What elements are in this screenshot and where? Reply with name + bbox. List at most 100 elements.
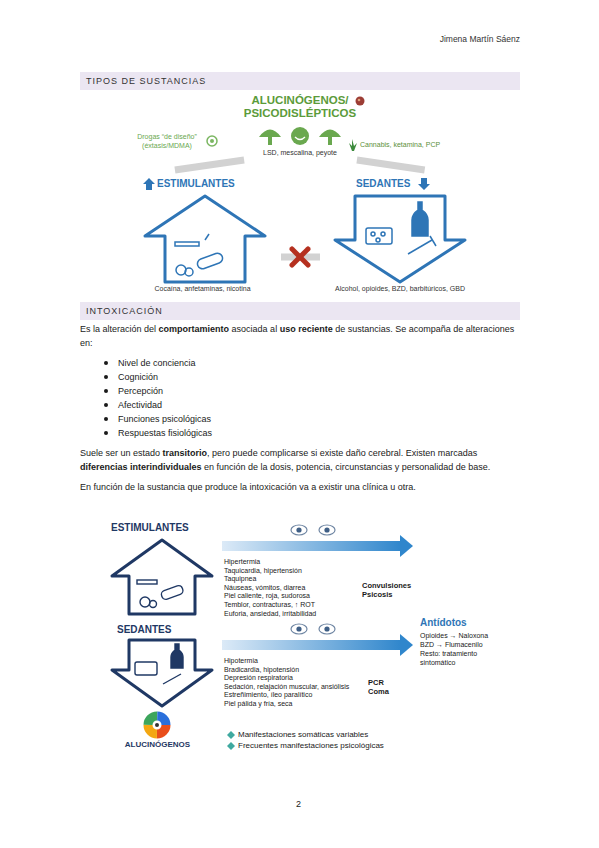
label: Taquicardia, hipertensión — [224, 566, 302, 575]
bullet-item: Cognición — [80, 370, 520, 384]
bullet-dot — [104, 375, 108, 379]
bullet-item: Respuestas fisiológicas — [80, 426, 520, 440]
bullet-item: Nivel de conciencia — [80, 356, 520, 370]
label: Hipertermia — [224, 557, 260, 566]
stimulant-icons — [175, 234, 224, 276]
bullet-text: Nivel de conciencia — [118, 358, 196, 368]
eye-icon — [291, 525, 335, 634]
cannabis-leaf-icon — [349, 139, 357, 151]
up-arrow-shape — [143, 178, 265, 282]
node-text: Cocaína, anfetaminas, nicotina — [125, 284, 280, 293]
body-text: Es la alteración del — [80, 324, 156, 334]
label: 2 — [296, 799, 301, 810]
label: Drogas “de diseño” (éxtasis/MDMA) — [130, 132, 204, 150]
node-heading: TIPOS DE SUSTANCIAS — [86, 75, 206, 87]
label: Bradicardia, hipotensión — [224, 665, 299, 674]
mushroom-icons — [259, 127, 341, 145]
label: Taquipnea — [224, 574, 256, 583]
bold-text: comportamiento — [159, 324, 230, 334]
body-text: , pero puede complicarse si existe daño … — [207, 448, 477, 458]
node-heading: Antídotos — [420, 616, 467, 629]
body-text: En función de la sustancia que produce l… — [80, 482, 416, 492]
node-text: Resto: tratamiento sintomático — [420, 649, 502, 667]
label: Piel caliente, roja, sudorosa — [224, 591, 310, 600]
label: Frecuentes manifestaciones psicológicas — [238, 741, 384, 751]
paragraph: Es la alteración del comportamiento asoc… — [80, 322, 520, 350]
stimulant-icons — [137, 580, 184, 608]
label: Convulsiones — [362, 581, 411, 590]
design-drug-icon — [207, 136, 217, 146]
sedative-arrow: SEDANTES Alcohol, opioides, BZD, barbitúr… — [320, 170, 481, 300]
label: Hipotermia — [224, 656, 258, 665]
node-heading: SEDANTES — [356, 178, 410, 190]
label: Depresión respiratoria — [224, 673, 293, 682]
bullet-dot — [104, 361, 108, 365]
bullet-text: Funciones psicológicas — [118, 414, 211, 424]
bullet-item: Afectividad — [80, 398, 520, 412]
body-text: Es la alteración del comportamiento asoc… — [80, 322, 520, 500]
node-heading: ESTIMULANTES — [157, 178, 235, 190]
node-heading: INTOXICACIÓN — [86, 305, 163, 317]
section-band: TIPOS DE SUSTANCIAS — [80, 72, 520, 90]
node-heading: ALUCINÓGENOS — [110, 740, 205, 750]
label: Estreñimiento, íleo paralítico — [224, 690, 312, 699]
stimulant-arrow: ESTIMULANTES — [105, 520, 220, 618]
node-text: Alcohol, opioides, BZD, barbitúricos, GB… — [320, 284, 480, 293]
bold-text: transitorio — [163, 448, 208, 458]
node-text: LSD, mescalina, peyote — [230, 148, 370, 157]
sedative-arrow: SEDANTES — [105, 622, 220, 708]
node-heading: ESTIMULANTES — [111, 522, 189, 534]
label: Sedación, relajación muscular, ansiólisi… — [224, 682, 349, 691]
bullet-dot — [104, 431, 108, 435]
label: Piel pálida y fría, seca — [224, 699, 292, 708]
hallucinogen-wheel — [148, 716, 166, 734]
connector-line — [357, 160, 425, 170]
label: Náuseas, vómitos, diarrea — [224, 583, 305, 592]
connector-line — [175, 160, 244, 170]
node-heading: SEDANTES — [117, 624, 171, 636]
bullet-item: Percepción — [80, 384, 520, 398]
stimulant-arrow-outline — [125, 170, 280, 300]
label: Cannabis, ketamina, PCP — [360, 140, 440, 149]
sedative-icons — [366, 202, 436, 254]
body-text: asociada al — [232, 324, 278, 334]
label: Temblor, contracturas, ↑ ROT — [224, 600, 315, 609]
label: PCR — [368, 678, 384, 687]
bold-text: uso reciente — [280, 324, 333, 334]
node-heading: ALUCINÓGENOS/ PSICODISLÉPTICOS — [230, 94, 370, 120]
bullet-dot — [104, 389, 108, 393]
bold-text: diferencias interindividuales — [80, 462, 202, 472]
antidote-box: AntídotosOpioides → NaloxonaBZD → Flumac… — [416, 616, 524, 680]
bullet-list: Nivel de concienciaCogniciónPercepciónAf… — [80, 356, 520, 440]
bullet-dot — [104, 403, 108, 407]
hallucinogen-dot — [356, 97, 365, 106]
bullet-dot — [104, 417, 108, 421]
body-text: Suele ser un estado — [80, 448, 160, 458]
bullet-text: Percepción — [118, 386, 163, 396]
node-text: BZD → Flumacenilo — [420, 640, 483, 649]
bullet-text: Respuestas fisiológicas — [118, 428, 212, 438]
stimulant-arrow: ESTIMULANTES Cocaína, anfetaminas, nicoti… — [125, 170, 281, 300]
stimulant-arrow-outline — [105, 520, 220, 618]
label: Psicosis — [362, 590, 392, 599]
label: Jimena Martín Sáenz — [400, 34, 520, 45]
down-arrow-shape — [335, 178, 465, 282]
up-arrow-shape — [112, 540, 212, 614]
paragraph: Suele ser un estado transitorio, pero pu… — [80, 446, 520, 474]
sedative-icons — [135, 644, 183, 684]
section-band: INTOXICACIÓN — [80, 302, 520, 320]
red-cross — [292, 249, 308, 265]
diamond-bullet — [227, 731, 235, 750]
sedative-arrow-outline — [320, 170, 480, 300]
paragraph: En función de la sustancia que produce l… — [80, 480, 520, 494]
label: Coma — [368, 687, 389, 696]
node-text: Opioides → Naloxona — [420, 631, 488, 640]
hallucinogen-node: ALUCINÓGENOS — [110, 711, 206, 753]
label: Euforia, ansiedad, irritabilidad — [224, 609, 316, 618]
bullet-text: Cognición — [118, 372, 158, 382]
label: Manifestaciones somáticas variables — [238, 730, 368, 740]
long-arrow — [222, 535, 413, 656]
down-arrow-shape — [112, 640, 212, 706]
hallucinogen-group: ALUCINÓGENOS/ PSICODISLÉPTICOS LSD, mesca… — [230, 92, 371, 160]
